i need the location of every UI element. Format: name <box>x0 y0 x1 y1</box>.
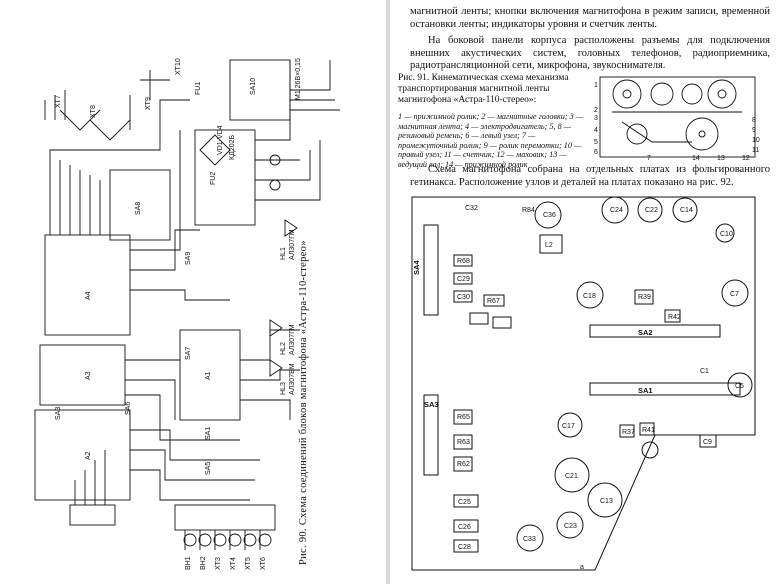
svg-text:SA1: SA1 <box>205 427 212 440</box>
svg-text:R39: R39 <box>638 294 651 301</box>
svg-text:ХТ9: ХТ9 <box>145 97 152 110</box>
svg-text:C32: C32 <box>465 205 478 212</box>
svg-text:C30: C30 <box>457 294 470 301</box>
svg-text:SA9: SA9 <box>185 252 192 265</box>
svg-text:C24: C24 <box>610 207 623 214</box>
svg-text:ХТ6: ХТ6 <box>260 557 267 570</box>
svg-text:12: 12 <box>742 155 750 162</box>
svg-text:КД202Б: КД202Б <box>229 135 236 160</box>
svg-text:4: 4 <box>594 127 598 134</box>
svg-text:6: 6 <box>594 149 598 156</box>
svg-text:C36: C36 <box>543 212 556 219</box>
svg-text:а: а <box>580 564 584 571</box>
svg-text:ХТ10: ХТ10 <box>175 58 182 75</box>
svg-text:R63: R63 <box>457 439 470 446</box>
svg-text:C17: C17 <box>562 423 575 430</box>
svg-text:C5: C5 <box>735 383 744 390</box>
svg-text:ХТ8: ХТ8 <box>90 105 97 118</box>
figure-91-legend: 1 — прижимной ролик; 2 — магнитные голов… <box>398 112 584 169</box>
svg-text:R65: R65 <box>457 414 470 421</box>
svg-text:C29: C29 <box>457 276 470 283</box>
svg-text:R42: R42 <box>668 314 681 321</box>
svg-text:5: 5 <box>594 139 598 146</box>
svg-text:C33: C33 <box>523 536 536 543</box>
svg-text:R67: R67 <box>487 298 500 305</box>
svg-text:C7: C7 <box>730 291 739 298</box>
svg-text:SA1: SA1 <box>638 386 653 395</box>
svg-text:1: 1 <box>594 82 598 89</box>
svg-text:3: 3 <box>594 115 598 122</box>
svg-text:2: 2 <box>594 107 598 114</box>
pcb-layout-diagram: SA4 SA2 SA1 SA3 C32 R84 C36 C24 C22 C14 R68… <box>411 196 756 571</box>
svg-text:ХТ3: ХТ3 <box>215 557 222 570</box>
svg-text:C9: C9 <box>703 439 712 446</box>
svg-text:C23: C23 <box>564 523 577 530</box>
wiring-schematic: ХТ7 ХТ8 ХТ9 ХТ10 FU1 FU2 VD1-VD4 КД202Б … <box>34 58 340 570</box>
svg-text:C28: C28 <box>458 544 471 551</box>
svg-text:SA4: SA4 <box>412 260 421 275</box>
svg-text:АЛ307ГМ: АЛ307ГМ <box>289 324 296 355</box>
page-gutter <box>386 0 390 584</box>
svg-text:SA7: SA7 <box>185 347 192 360</box>
svg-text:14: 14 <box>692 155 700 162</box>
svg-text:ВН2: ВН2 <box>200 556 207 570</box>
svg-text:ХТ4: ХТ4 <box>230 557 237 570</box>
svg-text:A2: A2 <box>85 451 92 460</box>
svg-text:ХТ7: ХТ7 <box>55 95 62 108</box>
figure-91-caption: Рис. 91. Кинематическая схема механизма … <box>398 73 569 105</box>
svg-text:13: 13 <box>717 155 725 162</box>
svg-text:A3: A3 <box>85 371 92 380</box>
figure-90-caption: Рис. 90. Схема соединений блоков магнито… <box>298 240 309 565</box>
paragraph-2: На боковой панели корпуса расположены ра… <box>410 35 770 71</box>
svg-text:VD1-VD4: VD1-VD4 <box>217 125 224 155</box>
svg-text:C26: C26 <box>458 524 471 531</box>
svg-text:7: 7 <box>647 155 651 162</box>
svg-text:FU1: FU1 <box>195 82 202 95</box>
svg-text:R62: R62 <box>457 461 470 468</box>
svg-text:HL1: HL1 <box>280 247 287 260</box>
svg-text:L2: L2 <box>545 242 553 249</box>
svg-text:SA8: SA8 <box>135 202 142 215</box>
paragraph-3: Схема магнитофона собрана на отдельных п… <box>410 164 770 188</box>
svg-text:SA6: SA6 <box>125 402 132 415</box>
svg-text:R41: R41 <box>642 427 655 434</box>
svg-text:ВН1: ВН1 <box>185 556 192 570</box>
svg-text:R84: R84 <box>522 207 535 214</box>
svg-text:FU2: FU2 <box>210 172 217 185</box>
svg-text:АЛ307БМ: АЛ307БМ <box>289 363 296 395</box>
svg-text:8: 8 <box>752 117 756 124</box>
left-page: ХТ7 ХТ8 ХТ9 ХТ10 FU1 FU2 VD1-VD4 КД202Б … <box>0 0 388 584</box>
svg-text:C18: C18 <box>583 293 596 300</box>
svg-text:11: 11 <box>752 147 759 154</box>
svg-text:C21: C21 <box>565 473 578 480</box>
svg-text:R68: R68 <box>457 258 470 265</box>
svg-text:SA10: SA10 <box>250 78 257 95</box>
svg-text:A1: A1 <box>205 371 212 380</box>
svg-text:9: 9 <box>752 127 756 134</box>
svg-text:C22: C22 <box>645 207 658 214</box>
right-page <box>390 0 781 584</box>
svg-text:C13: C13 <box>600 498 613 505</box>
svg-text:R37: R37 <box>622 429 635 436</box>
svg-text:ХТ5: ХТ5 <box>245 557 252 570</box>
svg-text:SA5: SA5 <box>205 462 212 475</box>
svg-text:C10: C10 <box>720 231 733 238</box>
svg-text:HL3: HL3 <box>280 382 287 395</box>
svg-text:10: 10 <box>752 137 760 144</box>
svg-text:АЛ307ГМ: АЛ307ГМ <box>289 229 296 260</box>
svg-text:М1 26В×0,15: М1 26В×0,15 <box>295 58 302 100</box>
svg-text:SA2: SA2 <box>638 328 653 337</box>
svg-text:A4: A4 <box>85 291 92 300</box>
svg-text:SA3: SA3 <box>424 400 439 409</box>
paragraph-1: магнитной ленты; кнопки включения магнит… <box>410 6 770 30</box>
svg-text:HL2: HL2 <box>280 342 287 355</box>
svg-text:C14: C14 <box>680 207 693 214</box>
svg-text:C25: C25 <box>458 499 471 506</box>
svg-text:C1: C1 <box>700 368 709 375</box>
svg-text:SA3: SA3 <box>55 407 62 420</box>
